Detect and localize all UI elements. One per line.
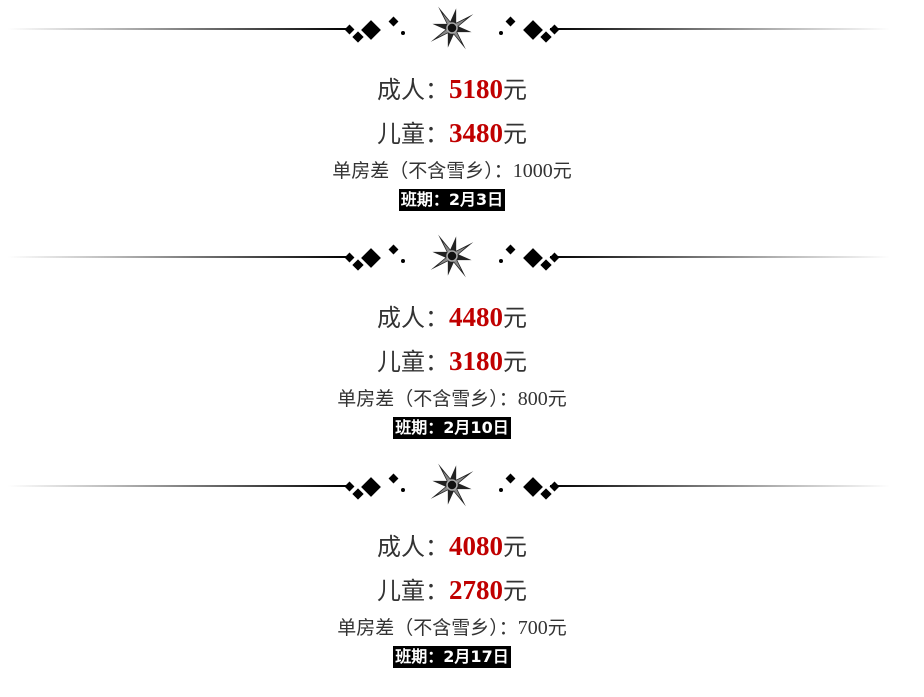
single-supplement-row: 单房差（不含雪乡）：700元 [0, 613, 904, 640]
departure-date-badge: 班期：2月3日 [398, 189, 506, 211]
departure-date: 2月17日 [443, 647, 509, 666]
currency-unit: 元 [503, 348, 527, 376]
child-price-row: 儿童：3480元 [0, 114, 904, 149]
adult-price: 4480 [449, 302, 503, 332]
divider-line-right [550, 485, 890, 487]
adult-price-row: 成人：4080元 [0, 527, 904, 562]
child-price-row: 儿童：3180元 [0, 342, 904, 377]
single-supplement-price: 700 [517, 617, 548, 639]
child-price-row: 儿童：2780元 [0, 571, 904, 606]
date-label: 班期： [400, 190, 449, 209]
departure-date-badge: 班期：2月10日 [393, 417, 511, 439]
single-supplement-label: 单房差（不含雪乡）： [337, 617, 518, 639]
adult-price: 4080 [449, 531, 503, 561]
currency-unit: 元 [503, 304, 527, 332]
single-supplement-row: 单房差（不含雪乡）：1000元 [0, 156, 904, 183]
departure-date: 2月10日 [443, 418, 509, 437]
child-price: 3180 [449, 346, 503, 376]
child-label: 儿童： [377, 577, 449, 605]
ornamental-divider [0, 457, 904, 513]
ornament-star-icon [344, 6, 560, 50]
single-supplement-price: 1000 [512, 160, 553, 182]
date-label: 班期： [395, 647, 444, 666]
currency-unit: 元 [552, 160, 572, 182]
child-label: 儿童： [377, 120, 449, 148]
currency-unit: 元 [503, 120, 527, 148]
divider-line-right [550, 256, 890, 258]
child-price: 2780 [449, 575, 503, 605]
ornamental-divider [0, 0, 904, 56]
currency-unit: 元 [547, 388, 567, 410]
currency-unit: 元 [547, 617, 567, 639]
ornament-star-icon [344, 463, 560, 507]
currency-unit: 元 [503, 577, 527, 605]
departure-date-row: 班期：2月10日 [0, 417, 904, 439]
departure-date-row: 班期：2月3日 [0, 189, 904, 211]
currency-unit: 元 [503, 76, 527, 104]
single-supplement-label: 单房差（不含雪乡）： [332, 160, 513, 182]
departure-group: 成人：5180元 儿童：3480元 单房差（不含雪乡）：1000元 班期：2月3… [0, 0, 904, 228]
single-supplement-row: 单房差（不含雪乡）：800元 [0, 384, 904, 411]
single-supplement-price: 800 [517, 388, 548, 410]
divider-line-right [550, 28, 890, 30]
adult-label: 成人： [377, 533, 449, 561]
divider-line-left [8, 485, 348, 487]
adult-price-row: 成人：4480元 [0, 298, 904, 333]
adult-label: 成人： [377, 304, 449, 332]
child-label: 儿童： [377, 348, 449, 376]
ornamental-divider [0, 228, 904, 284]
divider-line-left [8, 256, 348, 258]
departure-group: 成人：4080元 儿童：2780元 单房差（不含雪乡）：700元 班期：2月17… [0, 457, 904, 685]
child-price: 3480 [449, 118, 503, 148]
departure-date: 2月3日 [448, 190, 504, 209]
ornament-star-icon [344, 234, 560, 278]
divider-line-left [8, 28, 348, 30]
currency-unit: 元 [503, 533, 527, 561]
adult-label: 成人： [377, 76, 449, 104]
departure-group: 成人：4480元 儿童：3180元 单房差（不含雪乡）：800元 班期：2月10… [0, 228, 904, 456]
departure-date-badge: 班期：2月17日 [393, 646, 511, 668]
adult-price: 5180 [449, 74, 503, 104]
date-label: 班期： [395, 418, 444, 437]
single-supplement-label: 单房差（不含雪乡）： [337, 388, 518, 410]
adult-price-row: 成人：5180元 [0, 70, 904, 105]
departure-date-row: 班期：2月17日 [0, 646, 904, 668]
